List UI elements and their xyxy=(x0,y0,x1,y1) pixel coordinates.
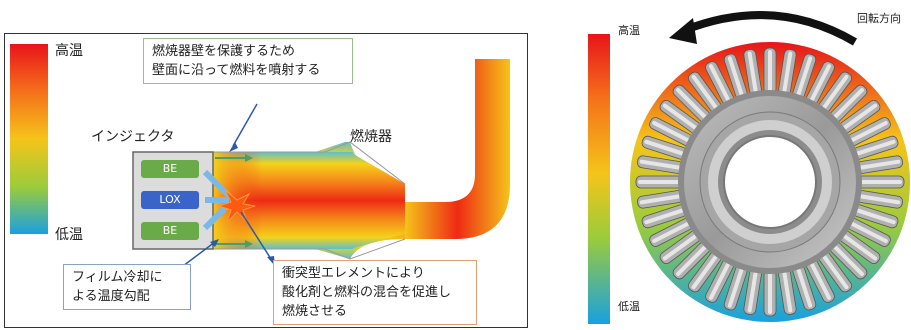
rotor-blade-highlight xyxy=(727,267,744,308)
callout-film-injection: 燃焼器壁を保護するため 壁面に沿って燃料を噴射する xyxy=(143,38,353,84)
rotor-blade-highlight xyxy=(644,208,685,225)
rotor-blade-highlight xyxy=(652,120,691,143)
rotor-blade-group xyxy=(635,47,905,317)
rotor-blade-highlight xyxy=(747,51,758,94)
oxidizer-element: LOX xyxy=(141,191,199,209)
rotor-blade-highlight xyxy=(676,88,707,119)
rotor-blade-highlight xyxy=(842,103,878,130)
injector-label: インジェクタ xyxy=(91,129,175,145)
combustor-flame-drawing xyxy=(132,59,510,273)
rotor-blade-highlight xyxy=(855,139,896,156)
rotor-temperature-scale-bar xyxy=(588,34,610,324)
combustor-label: 燃焼器 xyxy=(350,129,392,145)
rotor-blade-highlight xyxy=(639,194,682,205)
injector-diagram-panel: 高温 低温 xyxy=(4,33,528,328)
temperature-scale-bar xyxy=(10,44,48,234)
rotor-diagram-panel: 高温 低温 回転方向 xyxy=(585,0,911,330)
rotor-blade-highlight xyxy=(833,245,864,276)
fuel-element-top: BE xyxy=(141,160,199,178)
rotor-blade-highlight xyxy=(796,56,813,97)
callout-film-cooling-line2: よる温度勾配 xyxy=(72,289,150,304)
rotor-blade-highlight xyxy=(747,270,758,313)
rotor-blade-highlight xyxy=(858,194,901,205)
rotor-blade-highlight xyxy=(768,50,772,92)
rotor-blade-highlight xyxy=(768,272,772,314)
oxidizer-element-label: LOX xyxy=(159,193,181,206)
rotor-blade-highlight xyxy=(691,74,718,110)
rotation-direction-label: 回転方向 xyxy=(857,12,901,25)
rotor-blade-highlight xyxy=(822,254,849,290)
rotor-blade-highlight xyxy=(809,64,832,103)
rotor-blade-highlight xyxy=(652,221,691,244)
scale-low-label: 低温 xyxy=(55,227,83,243)
rotor-blade-highlight xyxy=(855,208,896,225)
fuel-element-bottom: BE xyxy=(141,222,199,240)
rotor-blade-highlight xyxy=(662,103,698,130)
rotor-blade-highlight xyxy=(691,254,718,290)
rotor-blade-highlight xyxy=(676,245,707,276)
rotor-blade-highlight xyxy=(809,261,832,300)
fuel-element-bottom-label: BE xyxy=(162,224,178,237)
rotor-blade-highlight xyxy=(639,159,682,170)
rotor-blade-highlight xyxy=(849,221,888,244)
callout-impinging-line3: 燃焼させる xyxy=(282,304,348,319)
callout-film-cooling: フィルム冷却に よる温度勾配 xyxy=(63,264,191,310)
callout-impinging-line1: 衝突型エレメントにより xyxy=(282,266,425,281)
fuel-element-top-label: BE xyxy=(162,162,178,175)
rotor-blade-highlight xyxy=(644,139,685,156)
rotor-blade-highlight xyxy=(708,64,731,103)
callout-impinging-element: 衝突型エレメントにより 酸化剤と燃料の混合を促進し 燃焼させる xyxy=(273,260,477,325)
scale-high-label: 高温 xyxy=(55,43,83,59)
rotor-blade-highlight xyxy=(662,234,698,261)
rotor-blade-highlight xyxy=(849,120,888,143)
rotor-scale-low-label: 低温 xyxy=(618,300,640,313)
callout-film-injection-line1: 燃焼器壁を保護するため xyxy=(152,44,296,59)
rotor-blade-highlight xyxy=(727,56,744,97)
rotor-blade-highlight xyxy=(782,270,793,313)
callout-film-injection-line2: 壁面に沿って燃料を噴射する xyxy=(152,63,321,78)
rotor-drawing xyxy=(630,11,910,322)
rotor-blade-highlight xyxy=(638,180,680,184)
callout-impinging-line2: 酸化剤と燃料の混合を促進し xyxy=(282,285,452,300)
rotor-blade-highlight xyxy=(796,267,813,308)
rotor-blade-highlight xyxy=(860,180,902,184)
rotor-blade-highlight xyxy=(708,261,731,300)
rotor-blade-highlight xyxy=(858,159,901,170)
rotor-blade-highlight xyxy=(782,51,793,94)
rotor-blade-highlight xyxy=(833,88,864,119)
rotor-blade-highlight xyxy=(822,74,849,110)
rotor-scale-high-label: 高温 xyxy=(618,24,640,37)
callout-film-cooling-line1: フィルム冷却に xyxy=(72,270,163,285)
rotor-blade-highlight xyxy=(842,234,878,261)
